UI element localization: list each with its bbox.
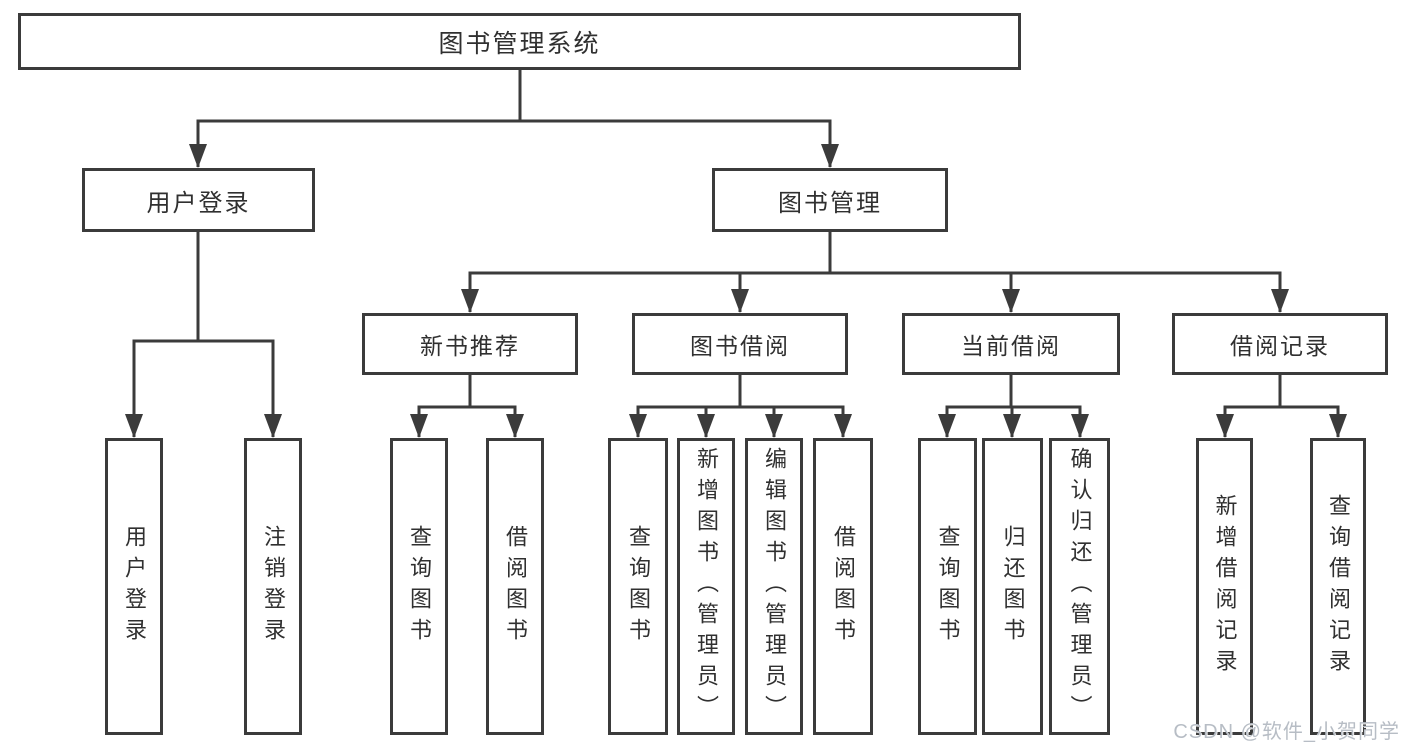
leaf-current-confirm-return-admin: 确认归还（管理员） (1049, 438, 1110, 735)
leaf-current-return-books: 归还图书 (982, 438, 1043, 735)
leaf-recommend-borrow-books-label: 借阅图书 (503, 524, 528, 649)
leaf-records-add-record-label: 新增借阅记录 (1212, 493, 1238, 680)
leaf-current-query-books: 查询图书 (918, 438, 977, 735)
leaf-borrow-query-books: 查询图书 (608, 438, 668, 735)
leaf-current-return-books-label: 归还图书 (1000, 524, 1026, 649)
leaf-records-query-record-label: 查询借阅记录 (1326, 493, 1351, 680)
leaf-user-login-label: 用户登录 (122, 524, 147, 649)
node-book-management-branch: 图书管理 (712, 168, 948, 232)
leaf-borrow-edit-books-admin: 编辑图书（管理员） (745, 438, 803, 735)
connector-trunks (132, 68, 1340, 409)
node-new-book-recommend-label: 新书推荐 (420, 333, 520, 359)
leaf-logout: 注销登录 (244, 438, 302, 735)
leaf-recommend-borrow-books: 借阅图书 (486, 438, 544, 735)
node-book-borrowing: 图书借阅 (632, 313, 848, 375)
node-book-management-branch-label: 图书管理 (778, 189, 882, 217)
leaf-current-query-books-label: 查询图书 (935, 524, 961, 649)
node-book-borrowing-label: 图书借阅 (690, 333, 790, 359)
leaf-logout-label: 注销登录 (261, 524, 286, 649)
node-root-label: 图书管理系统 (438, 29, 601, 58)
leaf-borrow-add-books-admin: 新增图书（管理员） (677, 438, 735, 735)
leaf-records-query-record: 查询借阅记录 (1310, 438, 1366, 735)
leaf-recommend-query-books: 查询图书 (390, 438, 448, 735)
leaf-current-confirm-return-admin-label: 确认归还（管理员） (1067, 447, 1093, 726)
leaf-recommend-query-books-label: 查询图书 (407, 524, 432, 649)
node-current-borrowing: 当前借阅 (902, 313, 1120, 375)
node-borrowing-records: 借阅记录 (1172, 313, 1388, 375)
node-borrowing-records-label: 借阅记录 (1230, 333, 1330, 359)
leaf-user-login: 用户登录 (105, 438, 163, 735)
leaf-borrow-query-books-label: 查询图书 (626, 524, 651, 649)
leaf-borrow-edit-books-admin-label: 编辑图书（管理员） (762, 447, 787, 726)
connector-arrows (125, 121, 1347, 438)
leaf-records-add-record: 新增借阅记录 (1196, 438, 1253, 735)
node-user-login-branch-label: 用户登录 (146, 189, 251, 217)
node-user-login-branch: 用户登录 (82, 168, 315, 232)
leaf-borrow-add-books-admin-label: 新增图书（管理员） (694, 447, 719, 726)
node-current-borrowing-label: 当前借阅 (961, 333, 1061, 359)
node-root: 图书管理系统 (18, 13, 1021, 70)
csdn-watermark: CSDN @软件_小贺同学 (1173, 721, 1400, 743)
leaf-borrow-lend-books: 借阅图书 (813, 438, 873, 735)
leaf-borrow-lend-books-label: 借阅图书 (831, 524, 856, 649)
node-new-book-recommend: 新书推荐 (362, 313, 578, 375)
